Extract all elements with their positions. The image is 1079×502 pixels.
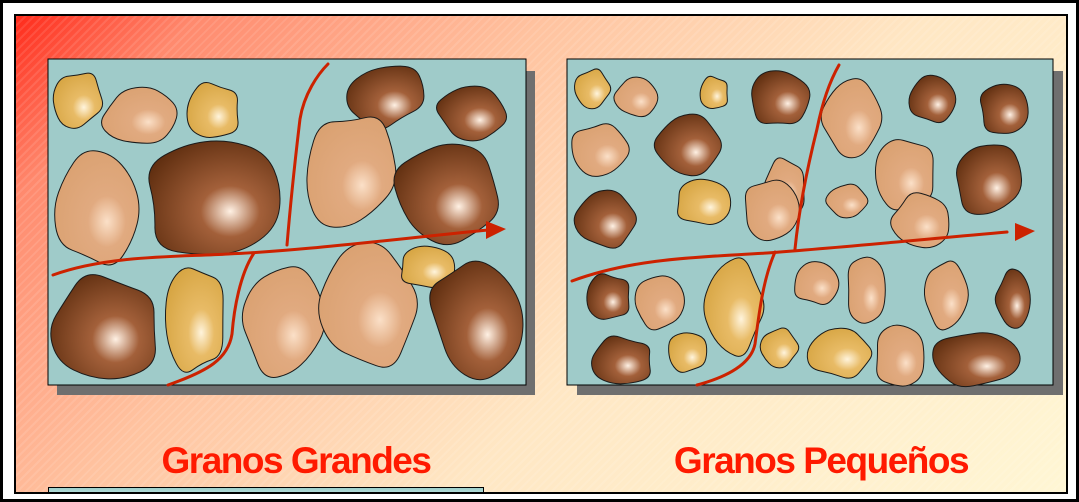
grain xyxy=(678,179,731,224)
slide-frame: Granos Grandes Granos Pequeños xyxy=(14,14,1068,494)
grain xyxy=(669,333,707,372)
grain xyxy=(848,257,885,323)
grain xyxy=(187,82,238,137)
grain xyxy=(149,141,280,254)
small-grains-panel xyxy=(567,59,1053,385)
grain xyxy=(877,325,924,386)
large-grains-panel xyxy=(48,59,526,385)
grain xyxy=(587,274,629,320)
bottom-text-box xyxy=(48,487,484,494)
grain xyxy=(980,84,1028,133)
grain xyxy=(165,268,223,372)
large-grains-caption: Granos Grandes xyxy=(76,431,516,491)
small-grains-caption: Granos Pequeños xyxy=(586,431,1056,491)
grain xyxy=(700,76,727,108)
